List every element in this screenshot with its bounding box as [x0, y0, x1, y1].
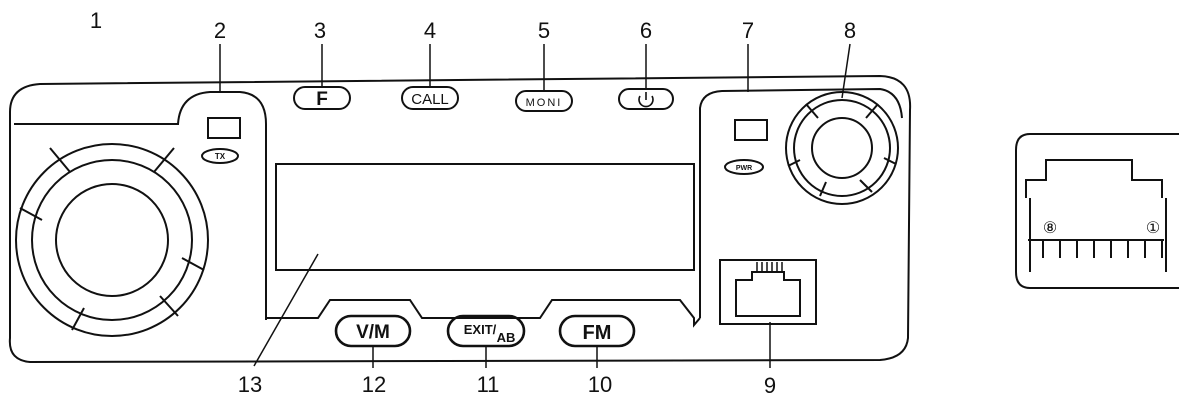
exit-button-sublabel: AB	[497, 330, 516, 345]
connector-detail-icon	[1015, 133, 1179, 289]
right-bezel	[699, 87, 903, 318]
callout-8: 8	[844, 18, 856, 43]
panel-outline	[8, 74, 912, 364]
fm-button-label: FM	[583, 322, 612, 344]
callout-10: 10	[588, 372, 612, 397]
callout-9: 9	[764, 373, 776, 398]
tx-label: TX	[215, 152, 226, 161]
speaker-icon	[15, 143, 209, 337]
vm-button-label: V/M	[356, 322, 390, 343]
callout-1: 1	[90, 8, 102, 33]
callout-2: 2	[214, 18, 226, 43]
power-icon	[638, 92, 654, 108]
f-button[interactable]	[293, 86, 351, 110]
pwr-label-frame	[724, 159, 764, 175]
leader-lines	[219, 43, 851, 368]
f-button-label: F	[316, 89, 328, 110]
display-window	[275, 163, 695, 271]
callout-6: 6	[640, 18, 652, 43]
mic-jack-icon	[719, 259, 817, 325]
tx-label-frame	[201, 148, 239, 164]
power-button[interactable]	[618, 88, 674, 110]
callout-5: 5	[538, 18, 550, 43]
callout-4: 4	[424, 18, 436, 43]
tx-led	[207, 117, 241, 139]
callout-7: 7	[742, 18, 754, 43]
dial-knob-icon[interactable]	[785, 91, 899, 205]
pwr-label: PWR	[736, 165, 752, 172]
callout-3: 3	[314, 18, 326, 43]
left-speaker-bezel	[14, 91, 701, 328]
callout-12: 12	[362, 372, 386, 397]
exit-button-label: EXIT/	[464, 322, 497, 337]
callout-11: 11	[477, 372, 500, 397]
call-button[interactable]	[401, 86, 459, 110]
callout-13: 13	[238, 372, 262, 397]
pwr-led	[734, 119, 768, 141]
connector-pins	[1042, 240, 1163, 258]
connector-pin-8-label: ⑧	[1043, 220, 1057, 237]
connector-pin-1-label: ①	[1146, 220, 1160, 237]
moni-button[interactable]	[515, 90, 573, 112]
callout-numbers: 1 2 3 4 5 6 7 8 9 10 11 12 13	[90, 8, 856, 398]
mic-jack-pins	[756, 262, 783, 272]
call-button-label: CALL	[411, 91, 449, 108]
moni-button-label: MONI	[526, 97, 563, 109]
